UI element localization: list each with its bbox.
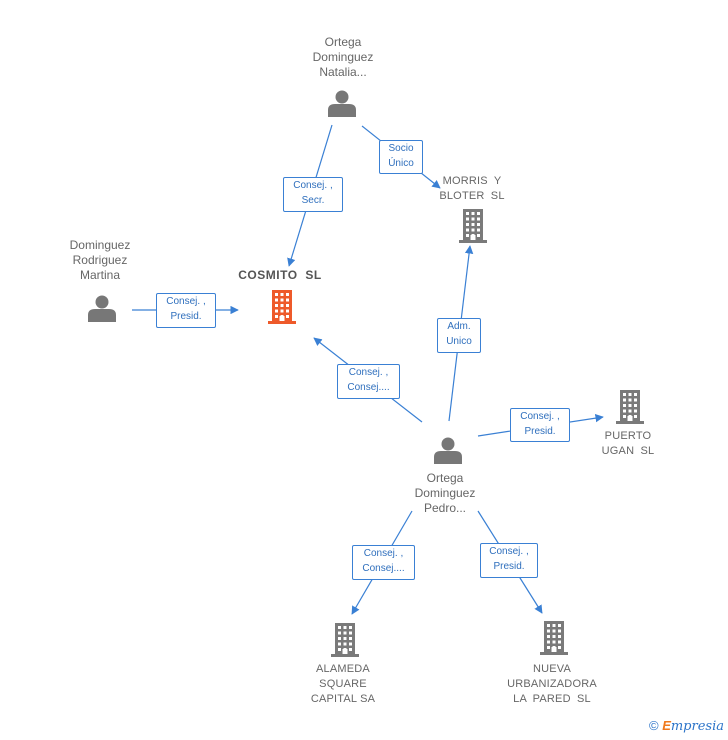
person-icon-pedro[interactable] [434, 437, 462, 465]
building-icon-puerto[interactable] [616, 390, 644, 424]
company-label-alameda[interactable]: ALAMEDA SQUARE CAPITAL SA [310, 663, 376, 705]
person-icon-natalia[interactable] [328, 90, 356, 118]
person-label-natalia[interactable]: Ortega Dominguez Natalia... [312, 35, 374, 79]
edge-label-pedro-puerto: Consej. , Presid. [510, 408, 570, 442]
building-icon-cosmito[interactable] [268, 290, 296, 324]
edge-label-martina-cosmito: Consej. , Presid. [156, 293, 216, 328]
person-icon-martina[interactable] [88, 295, 116, 323]
icons-layer [88, 90, 644, 657]
person-label-martina[interactable]: Dominguez Rodriguez Martina [69, 238, 131, 282]
building-icon-nueva[interactable] [540, 621, 568, 655]
company-label-nueva[interactable]: NUEVA URBANIZADORA LA PARED SL [507, 663, 597, 705]
company-label-cosmito[interactable]: COSMITO SL [238, 268, 322, 282]
company-label-puerto[interactable]: PUERTO UGAN SL [601, 430, 655, 457]
building-icon-alameda[interactable] [331, 623, 359, 657]
building-icon-morris[interactable] [459, 209, 487, 243]
footer-brand[interactable]: © Empresia [649, 718, 724, 734]
edge-label-pedro-cosmito: Consej. , Consej.... [337, 364, 400, 399]
edge-label-pedro-nueva: Consej. , Presid. [480, 543, 538, 578]
person-label-pedro[interactable]: Ortega Dominguez Pedro... [414, 471, 476, 515]
edge-label-pedro-alameda: Consej. , Consej.... [352, 545, 415, 580]
copyright-icon: © [648, 718, 659, 733]
company-label-morris[interactable]: MORRIS Y BLOTER SL [439, 175, 505, 202]
brand-logo-text: mpresia [670, 719, 724, 734]
edge-label-natalia-morris: Socio Único [379, 140, 423, 174]
edge-label-natalia-cosmito: Consej. , Secr. [283, 177, 343, 212]
edge-label-pedro-morris: Adm. Unico [437, 318, 481, 353]
brand-logo-initial: E [662, 718, 671, 733]
